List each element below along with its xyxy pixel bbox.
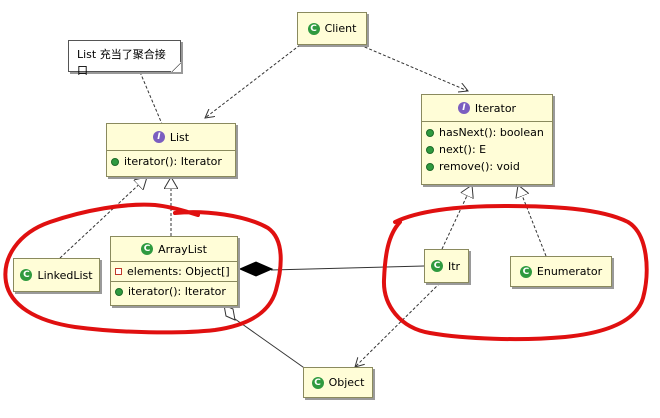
interface-badge-icon: I <box>457 102 470 114</box>
class-badge-icon: C <box>307 22 320 35</box>
note-anchor-line <box>139 71 163 125</box>
method-signature: hasNext(): boolean <box>439 126 544 139</box>
composition-diamond <box>238 261 274 277</box>
aggregation-diamond <box>223 304 236 321</box>
client-to-list-dependency <box>205 44 301 118</box>
red-annotation-left <box>3 202 283 335</box>
public-method-icon <box>426 128 434 137</box>
enumerator-realizes-iterator <box>518 185 547 257</box>
itr-realizes-iterator <box>441 185 472 250</box>
method-row: iterator(): Iterator <box>115 283 233 300</box>
class-linkedlist[interactable]: C LinkedList <box>13 258 100 292</box>
public-method-icon <box>115 287 123 296</box>
interface-list[interactable]: I List iterator(): Iterator <box>106 123 236 177</box>
red-annotation-right <box>381 203 649 342</box>
public-method-icon <box>111 157 119 166</box>
class-badge-icon: C <box>20 269 33 281</box>
itr-arraylist-composition <box>270 265 425 271</box>
field-signature: elements: Object[] <box>127 265 230 278</box>
class-name: Itr <box>448 259 461 273</box>
interface-name: List <box>169 130 190 144</box>
note-text: List 充当了聚合接口 <box>77 48 166 77</box>
class-badge-icon: C <box>519 265 532 278</box>
class-client[interactable]: C Client <box>297 12 367 45</box>
class-name: Client <box>324 22 357 35</box>
class-name: ArrayList <box>158 242 207 256</box>
class-arraylist[interactable]: C ArrayList elements: Object[] iterator(… <box>110 236 238 306</box>
public-method-icon <box>426 145 434 154</box>
arraylist-object-aggregation <box>234 318 311 373</box>
class-name: Enumerator <box>536 265 603 278</box>
method-row: remove(): void <box>426 158 548 175</box>
method-row: hasNext(): boolean <box>426 124 548 141</box>
aggregate-interface-note: List 充当了聚合接口 <box>68 40 181 77</box>
interface-name: Iterator <box>474 101 517 115</box>
class-badge-icon: C <box>431 260 443 272</box>
itr-to-object-dependency <box>355 282 441 367</box>
public-method-icon <box>426 162 434 171</box>
class-badge-icon: C <box>141 243 154 255</box>
method-signature: remove(): void <box>439 160 520 173</box>
class-object[interactable]: C Object <box>303 367 373 398</box>
interface-iterator[interactable]: I Iterator hasNext(): boolean next(): E … <box>421 94 553 185</box>
class-badge-icon: C <box>311 376 324 389</box>
method-signature: iterator(): Iterator <box>124 155 222 168</box>
interface-badge-icon: I <box>152 131 165 143</box>
class-enumerator[interactable]: C Enumerator <box>510 256 612 287</box>
private-field-icon <box>115 268 122 275</box>
method-row: next(): E <box>426 141 548 158</box>
class-name: Object <box>328 376 365 389</box>
client-to-iterator-dependency <box>359 44 468 91</box>
class-name: LinkedList <box>37 268 93 282</box>
method-signature: next(): E <box>439 143 487 156</box>
method-signature: iterator(): Iterator <box>128 285 226 298</box>
field-row: elements: Object[] <box>115 263 233 280</box>
class-itr[interactable]: C Itr <box>424 249 469 283</box>
method-row: iterator(): Iterator <box>111 153 231 170</box>
